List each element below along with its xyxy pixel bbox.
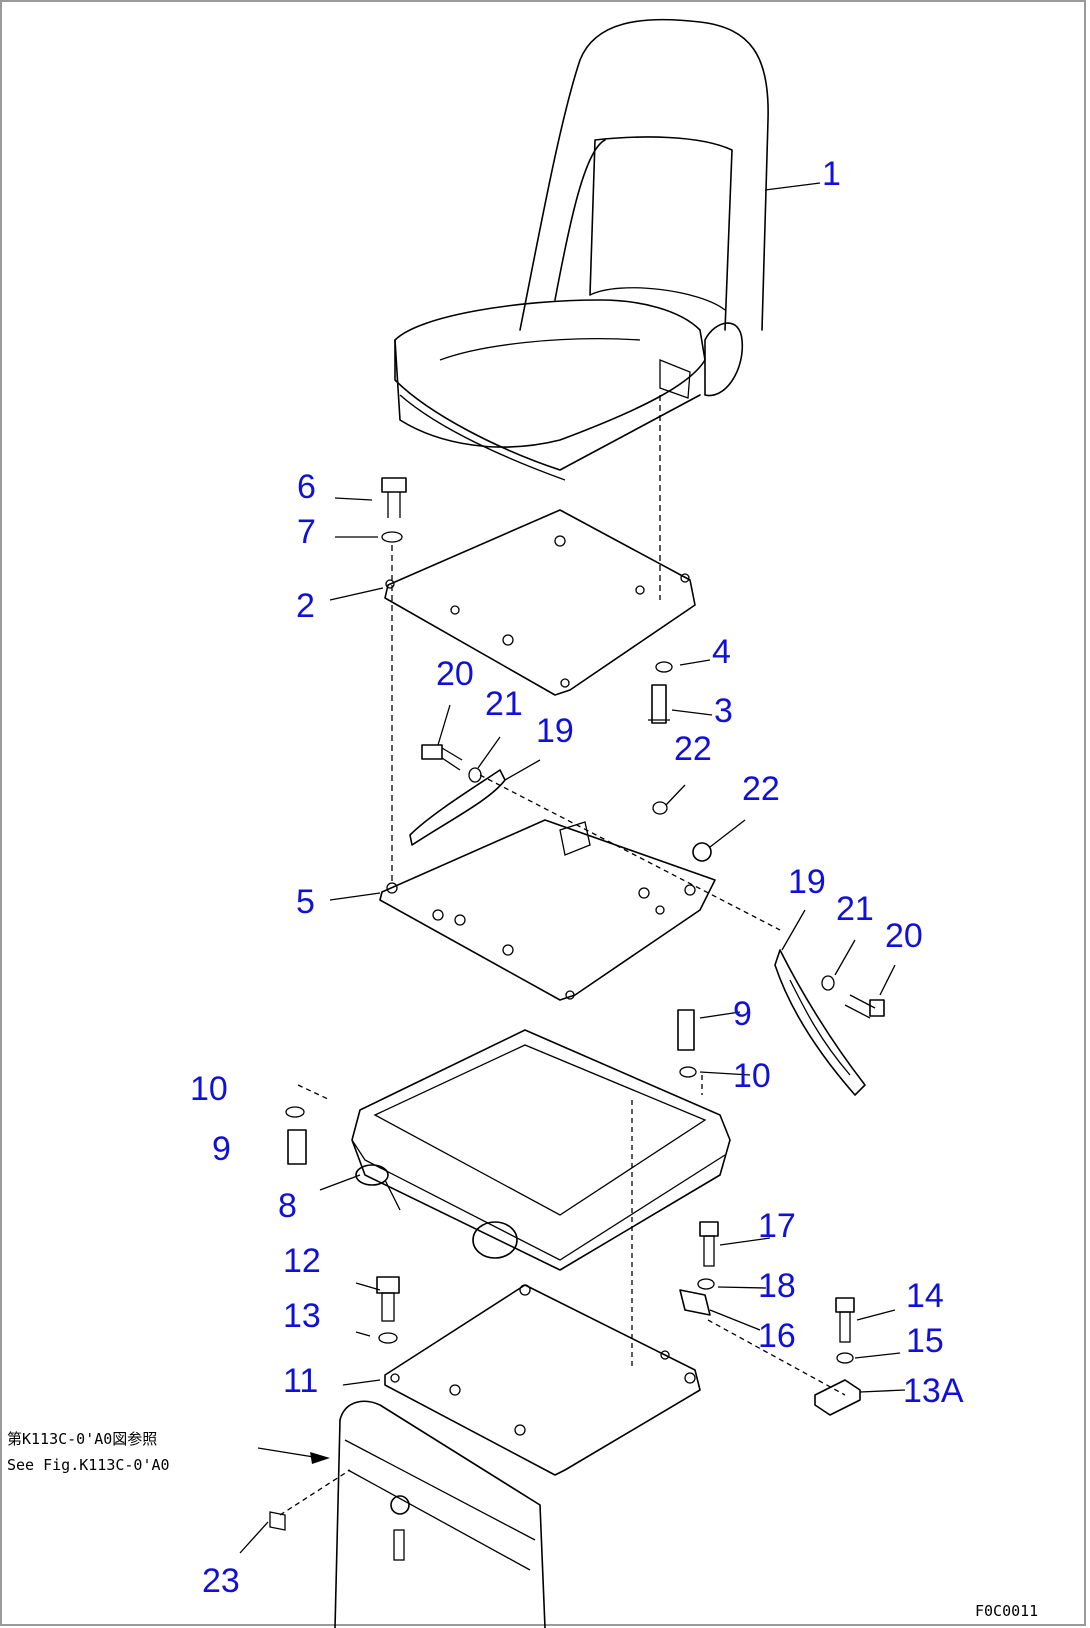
nut-22-b [692, 842, 712, 862]
callout-20-left: 20 [436, 655, 474, 693]
callouts: 1 6 7 2 4 3 20 21 19 22 22 5 19 21 20 9 … [190, 155, 964, 1600]
bolt-14 [835, 1297, 855, 1343]
callout-5: 5 [296, 883, 315, 921]
bolt-9-left [287, 1129, 307, 1165]
reference-note-en: See Fig.K113C-0'A0 [7, 1456, 170, 1474]
label-23 [269, 1511, 286, 1531]
lever-19-left [409, 769, 506, 846]
nut-4 [655, 661, 673, 673]
callout-10-right: 10 [733, 1057, 771, 1095]
callout-6: 6 [297, 468, 316, 506]
callout-17: 17 [758, 1207, 796, 1245]
washer-21-right [821, 975, 835, 991]
callout-21-left: 21 [485, 685, 523, 723]
washer-13 [378, 1332, 398, 1344]
bracket-11 [384, 1284, 701, 1476]
callout-14: 14 [906, 1277, 944, 1315]
callout-8: 8 [278, 1187, 297, 1225]
callout-2: 2 [296, 587, 315, 625]
bolt-20-right [844, 994, 885, 1019]
callout-3: 3 [714, 692, 733, 730]
callout-18: 18 [758, 1267, 796, 1305]
callout-21-right: 21 [836, 890, 874, 928]
nut-22-a [652, 801, 668, 815]
washer-10-right [679, 1066, 697, 1078]
slide-rail-plate-5 [379, 819, 716, 1001]
callout-15: 15 [906, 1322, 944, 1360]
callout-12: 12 [283, 1242, 321, 1280]
bolt-17 [699, 1221, 719, 1267]
lever-19-right [774, 949, 866, 1096]
callout-20-right: 20 [885, 917, 923, 955]
callout-22-a: 22 [674, 730, 712, 768]
seat-assembly [394, 18, 769, 481]
callout-1: 1 [822, 155, 841, 193]
bolt-3 [648, 684, 670, 724]
washer-18 [697, 1278, 715, 1290]
callout-7: 7 [297, 513, 316, 551]
block-13A [814, 1379, 861, 1416]
callout-19-left: 19 [536, 712, 574, 750]
bolt-12 [376, 1276, 400, 1322]
callout-13: 13 [283, 1297, 321, 1335]
callout-9-right: 9 [733, 995, 752, 1033]
callout-4: 4 [712, 633, 731, 671]
leader-lines [239, 182, 906, 1554]
bolt-9-right [677, 1009, 695, 1051]
callout-19-right: 19 [788, 863, 826, 901]
washer-7 [381, 531, 403, 543]
drawing-code: F0C0011 [975, 1602, 1038, 1620]
callout-9-left: 9 [212, 1130, 231, 1168]
washer-15 [836, 1352, 854, 1364]
callout-13A: 13A [903, 1372, 964, 1410]
callout-22-b: 22 [742, 770, 780, 808]
plate-16 [679, 1289, 711, 1316]
bolt-20-left [421, 744, 463, 771]
callout-11: 11 [283, 1362, 318, 1400]
reference-note-jp: 第K113C-0'A0図参照 [7, 1430, 157, 1448]
callout-10-left: 10 [190, 1070, 228, 1108]
callout-23: 23 [202, 1562, 240, 1600]
washer-10-left [285, 1106, 305, 1118]
suspension-8 [351, 1029, 731, 1271]
bracket-plate-2 [384, 509, 696, 696]
washer-21-left [468, 767, 482, 783]
bolt-6 [381, 477, 407, 518]
console-23 [269, 1400, 546, 1628]
callout-16: 16 [758, 1317, 796, 1355]
